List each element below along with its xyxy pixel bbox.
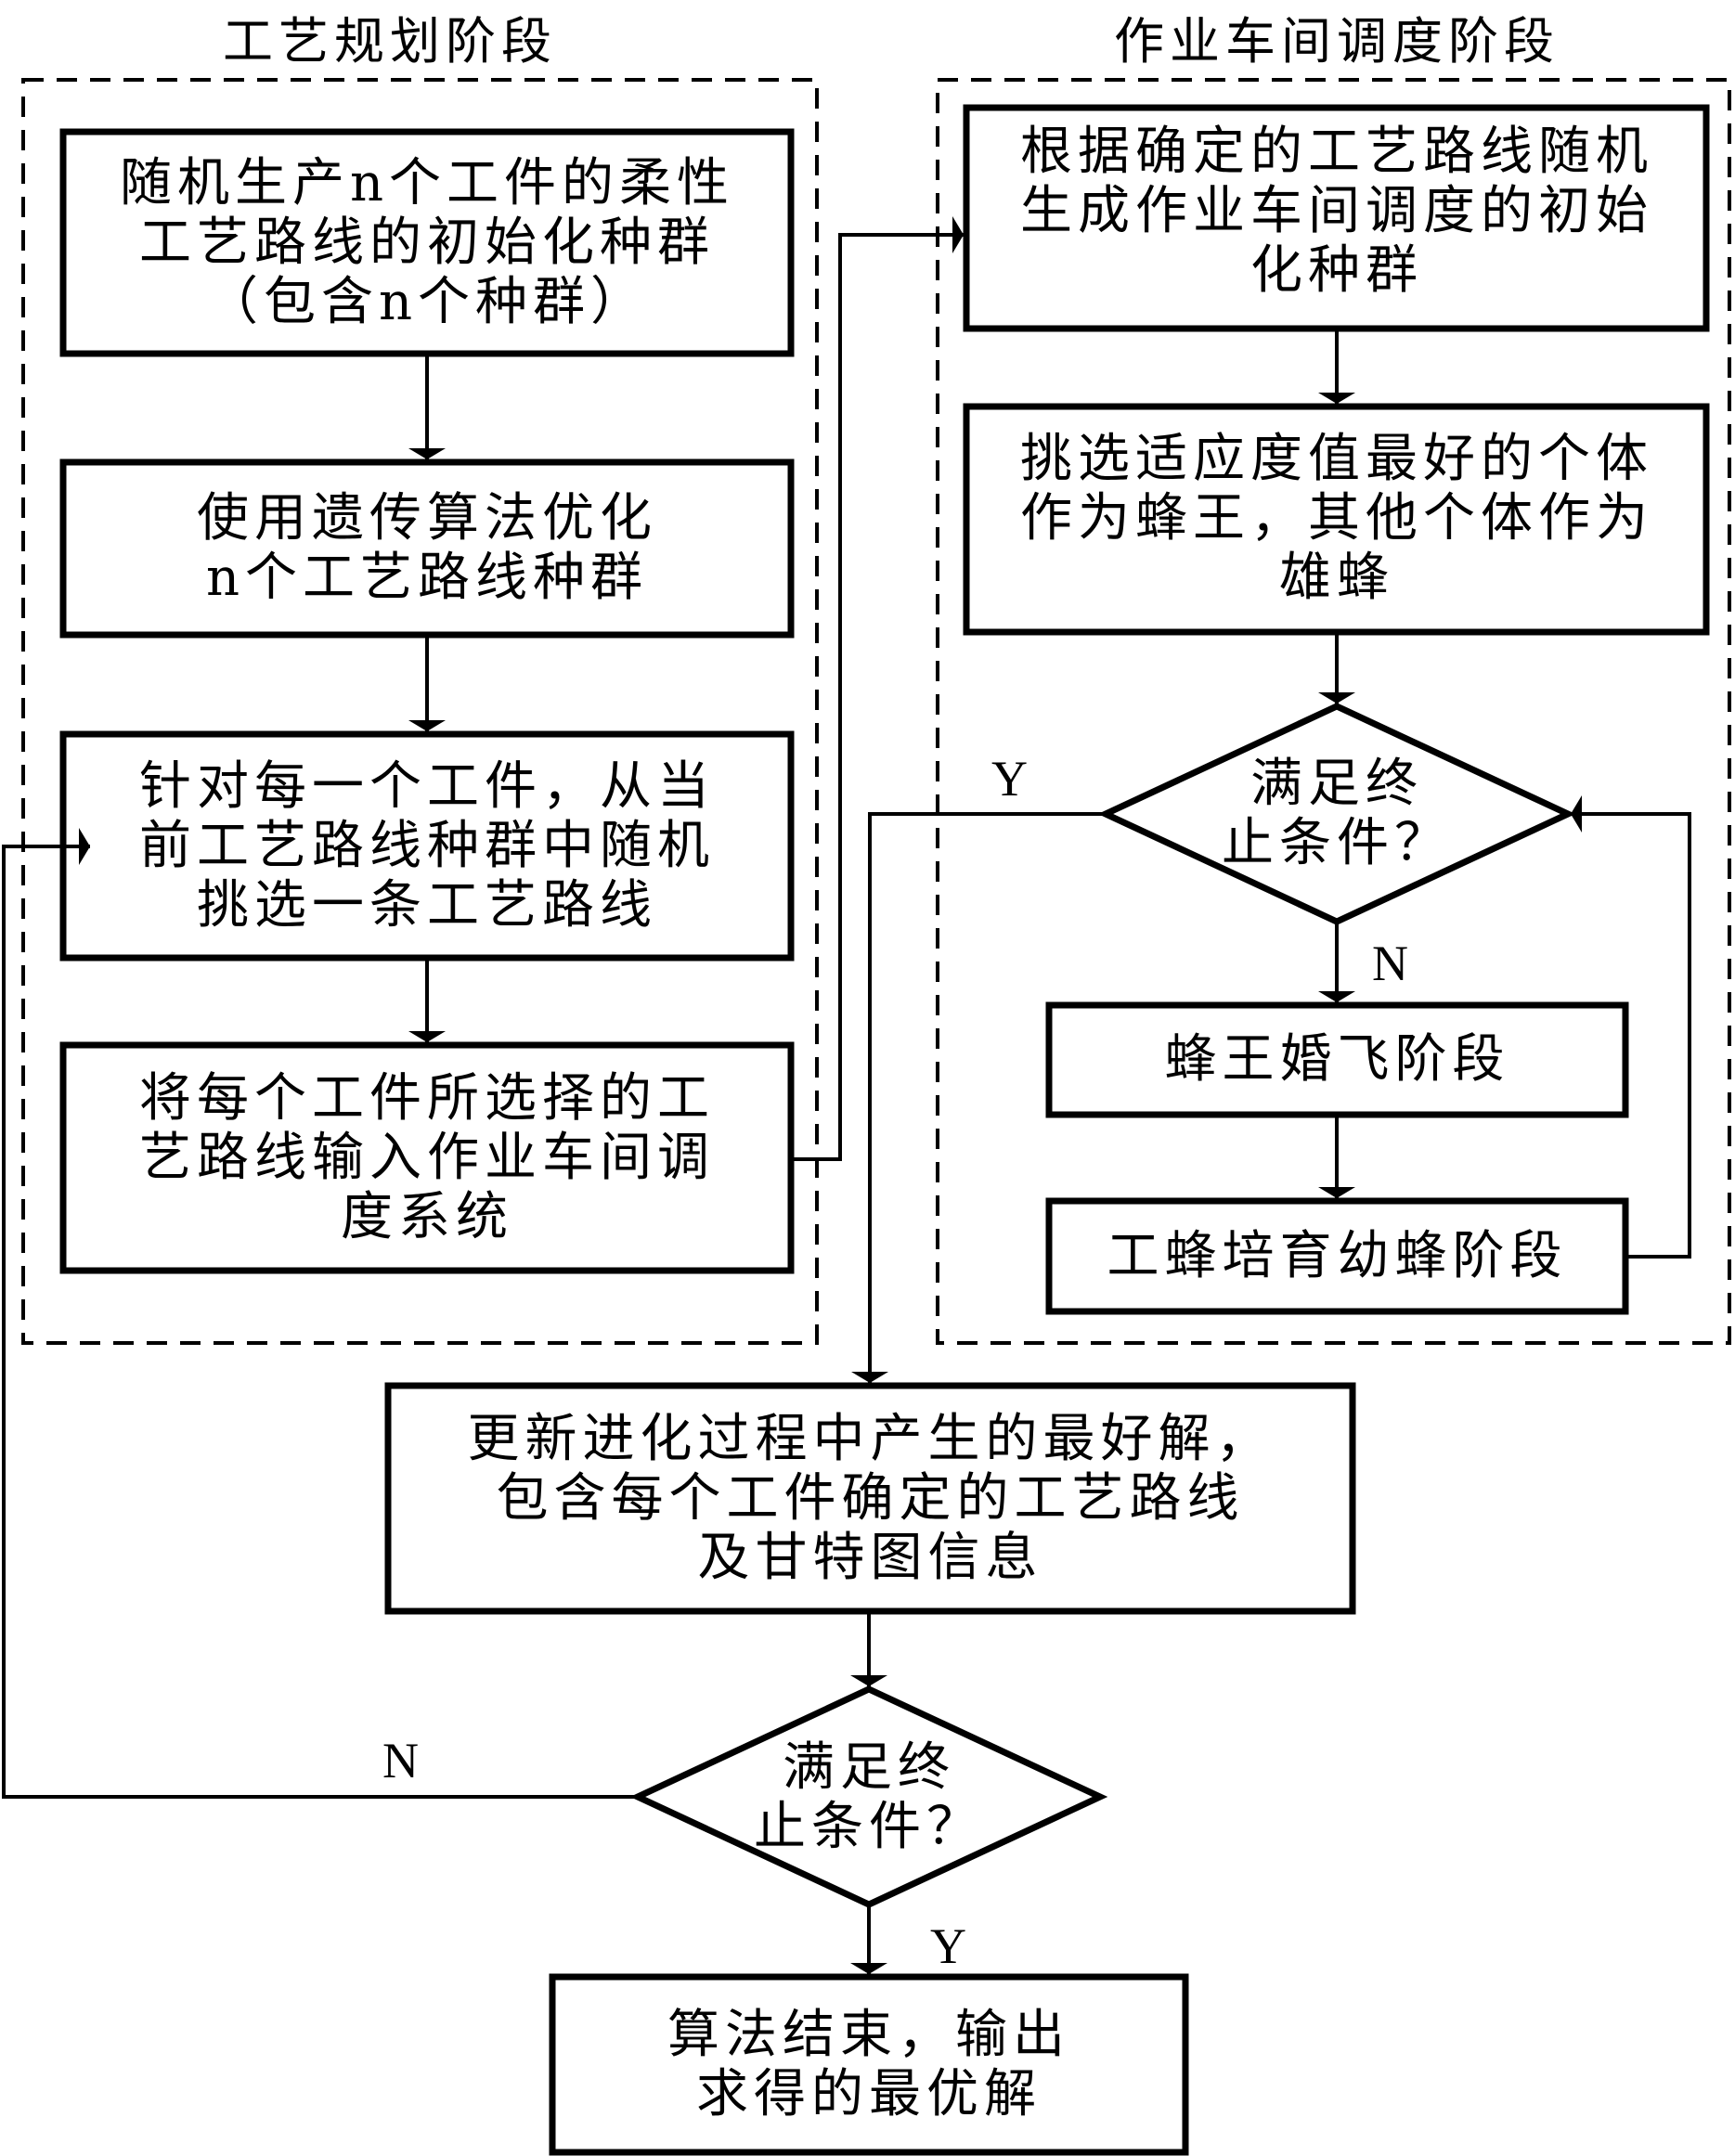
arrow-brood-loop-back — [1571, 795, 1691, 1259]
end-box — [549, 1973, 1189, 2156]
mating-flight-box — [1045, 1001, 1629, 1118]
update-best-label: 更新进化过程中产生的最好解， 包含每个工件确定的工艺路线 及甘特图信息 — [467, 1409, 1274, 1588]
select-route-label: 针对每一个工件，从当 前工艺路线种群中随机 挑选一条工艺路线 — [139, 756, 715, 936]
brood-care-label: 工蜂培育幼蜂阶段 — [1107, 1225, 1568, 1286]
mating-flight-label: 蜂王婚飞阶段 — [1164, 1029, 1510, 1090]
init-process-population-box — [59, 128, 795, 357]
inner-yes-label: Y — [991, 751, 1028, 807]
process-planning-stage-title: 工艺规划阶段 — [223, 12, 557, 71]
outer-yes-label: Y — [930, 1918, 966, 1974]
outer-no-label: N — [382, 1733, 419, 1788]
select-queen-label: 挑选适应度值最好的个体 作为蜂王，其他个体作为 雄蜂 — [1020, 429, 1653, 608]
select-queen-box — [963, 403, 1710, 636]
inner-no-label: N — [1372, 936, 1408, 991]
ga-optimize-label: 使用遗传算法优化 n个工艺路线种群 — [197, 488, 657, 608]
job-shop-scheduling-stage-title: 作业车间调度阶段 — [1114, 12, 1560, 71]
input-routes-label: 将每个工件所选择的工 艺路线输入作业车间调 度系统 — [139, 1068, 715, 1247]
brood-care-box — [1045, 1197, 1629, 1315]
job-shop-scheduling-stage-frame — [936, 78, 1731, 1345]
inner-decision-label: 满足终 止条件？ — [1222, 754, 1452, 873]
process-planning-stage-frame — [21, 78, 819, 1345]
init-schedule-population-box — [963, 104, 1710, 332]
arrow-outer-no-loop-back — [2, 828, 638, 1799]
init-process-population-label: 随机生产n个工件的柔性 工艺路线的初始化种群 （包含n个种群） — [119, 153, 735, 332]
end-label: 算法结束，输出 求得的最优解 — [667, 2005, 1070, 2124]
arrow-to-scheduling-stage — [791, 216, 964, 1161]
update-best-box — [384, 1382, 1356, 1615]
outer-decision-label: 满足终 止条件？ — [754, 1737, 984, 1857]
init-schedule-population-label: 根据确定的工艺路线随机 生成作业车间调度的初始 化种群 — [1020, 122, 1653, 301]
arrow-inner-yes-to-update — [851, 812, 1106, 1383]
